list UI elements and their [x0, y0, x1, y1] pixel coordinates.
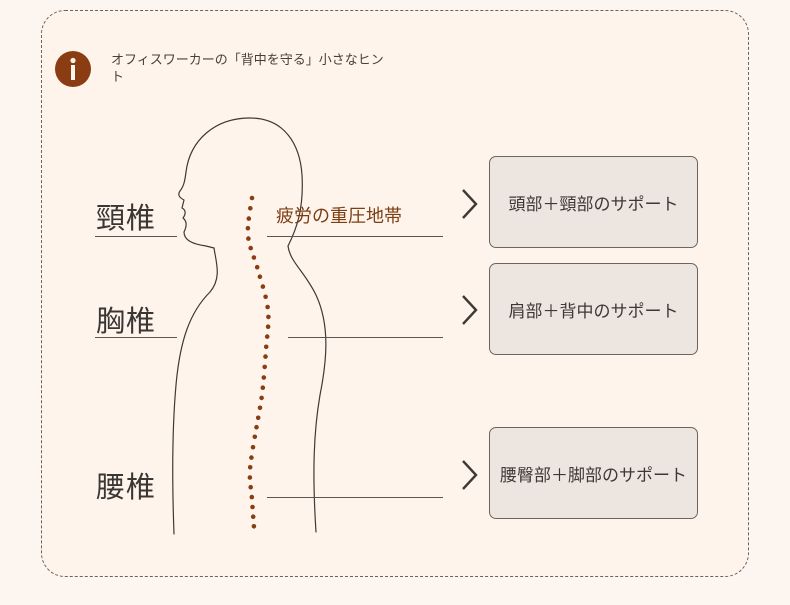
support-box-cervical: 頭部＋頸部のサポート: [489, 156, 698, 248]
region-label-cervical: 頸椎: [96, 201, 157, 235]
support-box-thoracic: 肩部＋背中のサポート: [489, 263, 698, 355]
chevron-right-icon: [462, 295, 478, 325]
leader-line-cervical: [267, 236, 443, 237]
chevron-right-icon: [462, 189, 478, 219]
underline-thoracic: [95, 337, 177, 338]
note-cervical: 疲労の重圧地帯: [276, 206, 402, 227]
chevron-right-icon: [462, 460, 478, 490]
leader-line-thoracic: [288, 337, 443, 338]
info-icon: [55, 51, 91, 87]
hint-text: オフィスワーカーの「背中を守る」小さなヒント: [111, 53, 384, 85]
underline-cervical: [95, 236, 177, 237]
region-label-thoracic: 胸椎: [96, 304, 157, 338]
region-label-lumbar: 腰椎: [96, 470, 157, 504]
support-box-lumbar: 腰臀部＋脚部のサポート: [489, 427, 698, 519]
leader-line-lumbar: [267, 497, 443, 498]
